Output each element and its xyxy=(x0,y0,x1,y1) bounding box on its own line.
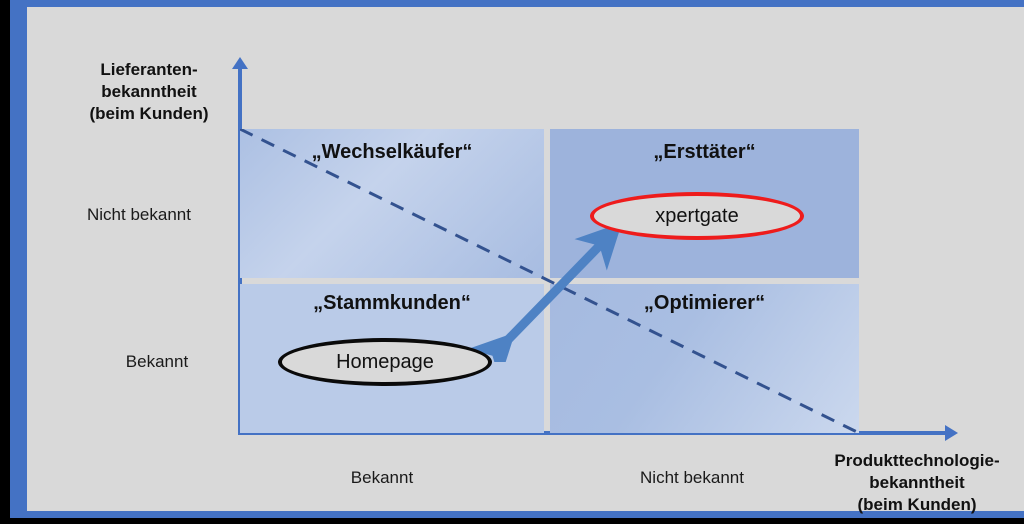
y-axis-tick-lower: Bekannt xyxy=(125,352,189,371)
quadrant-label-top-right: „Ersttäter“ xyxy=(653,141,756,163)
x-axis-title-line-3: (beim Kunden) xyxy=(857,494,977,514)
marker-label-homepage: Homepage xyxy=(336,350,434,373)
quadrant-label-bottom-right: „Optimierer“ xyxy=(643,292,766,314)
x-axis-title-line-2: bekanntheit xyxy=(869,472,965,492)
quadrant-label-top-left: „Wechselkäufer“ xyxy=(311,141,473,163)
quadrant-label-bottom-left: „Stammkunden“ xyxy=(313,292,471,314)
quadrant-matrix xyxy=(240,129,859,433)
x-axis-tick-left: Bekannt xyxy=(350,468,414,487)
slide-canvas: „Wechselkäufer“ „Ersttäter“ „Stammkunden… xyxy=(27,7,1024,514)
y-axis-tick-upper: Nicht bekannt xyxy=(87,205,191,224)
marker-xpertgate[interactable]: xpertgate xyxy=(590,192,804,240)
x-axis-tick-right: Nicht bekannt xyxy=(640,468,744,487)
x-axis-title: Produkttechnologie- bekanntheit (beim Ku… xyxy=(817,450,1017,515)
y-axis-title-line-3: (beim Kunden) xyxy=(89,103,209,123)
y-axis-title-line-2: bekanntheit xyxy=(101,81,197,101)
arrow-right-icon xyxy=(945,425,958,441)
x-axis-line xyxy=(238,431,947,435)
arrow-up-icon xyxy=(232,57,248,69)
marker-label-xpertgate: xpertgate xyxy=(655,204,739,227)
y-axis-title-line-1: Lieferanten- xyxy=(100,60,198,79)
slide-frame: „Wechselkäufer“ „Ersttäter“ „Stammkunden… xyxy=(10,0,1024,518)
x-axis-title-line-1: Produkttechnologie- xyxy=(834,451,1000,470)
y-axis-title: Lieferanten- bekanntheit (beim Kunden) xyxy=(69,59,229,124)
marker-homepage[interactable]: Homepage xyxy=(278,338,492,386)
